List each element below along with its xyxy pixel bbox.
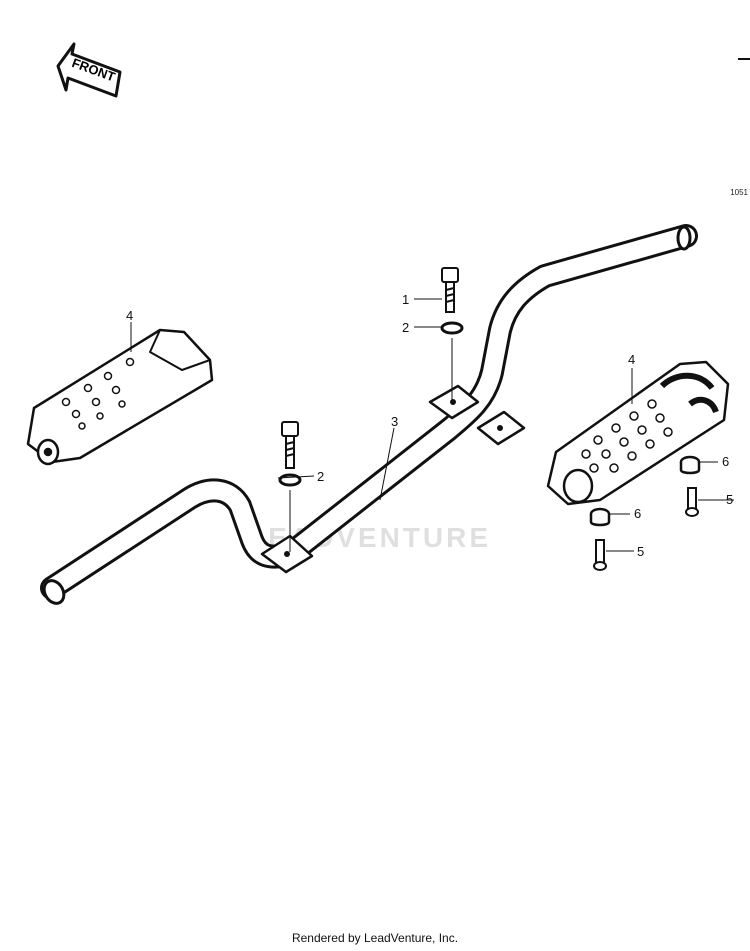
edge-tick-mark — [738, 58, 750, 60]
footpeg-rubber-left — [26, 328, 214, 466]
collar-lower — [589, 507, 611, 527]
callout-6-upper: 6 — [722, 454, 729, 469]
screw-upper — [685, 487, 699, 517]
leader-lines — [130, 298, 734, 552]
callout-5-lower: 5 — [637, 544, 644, 559]
footpeg-rubber-right — [546, 360, 730, 506]
collar-upper — [679, 455, 701, 475]
screw-lower — [593, 539, 607, 571]
callout-2-lower: 2 — [317, 469, 324, 484]
front-arrow-icon: FRONT — [56, 42, 122, 98]
washer-upper — [440, 321, 464, 335]
callout-2-upper: 2 — [402, 320, 409, 335]
callout-5-upper: 5 — [726, 492, 733, 507]
callout-4-right: 4 — [628, 352, 635, 367]
bolt-lower — [281, 421, 299, 469]
callout-3: 3 — [391, 414, 398, 429]
figure-number: 1051 — [730, 188, 748, 197]
callout-1: 1 — [402, 292, 409, 307]
callout-4-left: 4 — [126, 308, 133, 323]
callout-6-lower: 6 — [634, 506, 641, 521]
footpeg-bar — [40, 224, 698, 605]
footer-credit: Rendered by LeadVenture, Inc. — [291, 931, 459, 945]
bolt-upper — [441, 267, 459, 313]
